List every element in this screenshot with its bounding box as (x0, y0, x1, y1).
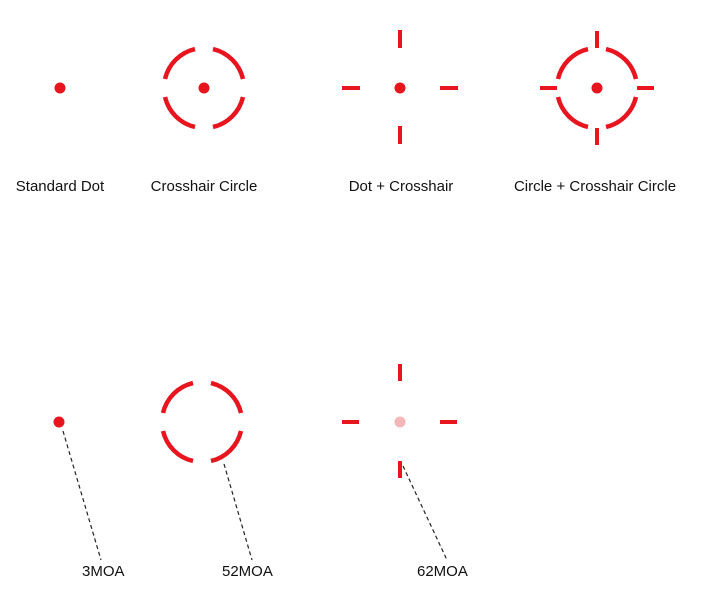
center-dot (54, 82, 66, 94)
dot-mark (53, 416, 65, 428)
ring-mark (160, 380, 244, 464)
component-circle: 52MOA (160, 380, 273, 580)
reticle-ring (555, 46, 639, 130)
arc-top-left (160, 380, 194, 414)
size-label: 3MOA (82, 563, 125, 580)
arc-top-left (162, 46, 196, 80)
leader-line (62, 430, 102, 561)
reticle-label: Standard Dot (16, 178, 105, 195)
center-dot (394, 82, 406, 94)
leader-line (223, 463, 253, 561)
center-dot (591, 82, 603, 94)
reticle-label: Circle + Crosshair Circle (514, 178, 676, 195)
arc-top-left (555, 46, 589, 80)
size-label: 52MOA (222, 563, 273, 580)
reticle-circle-crosshair-circle: Circle + Crosshair Circle (514, 31, 676, 195)
arc-top-right (605, 46, 639, 80)
arc-top-right (212, 46, 246, 80)
size-label: 62MOA (417, 563, 468, 580)
arc-top-right (210, 380, 244, 414)
reticle-ring (162, 46, 246, 130)
faded-center-dot (394, 416, 406, 428)
center-dot (198, 82, 210, 94)
reticle-standard-dot: Standard Dot (16, 82, 105, 195)
arc-bottom-left (160, 430, 194, 464)
arc-bottom-left (555, 96, 589, 130)
arc-bottom-right (212, 96, 246, 130)
component-crosshair: 62MOA (342, 364, 468, 580)
reticle-dot-crosshair: Dot + Crosshair (342, 30, 458, 195)
component-dot: 3MOA (53, 416, 125, 580)
arc-bottom-left (162, 96, 196, 130)
arc-bottom-right (210, 430, 244, 464)
arc-bottom-right (605, 96, 639, 130)
leader-line (402, 465, 448, 561)
reticle-label: Dot + Crosshair (349, 178, 454, 195)
reticle-label: Crosshair Circle (151, 178, 258, 195)
reticle-crosshair-circle: Crosshair Circle (151, 46, 258, 195)
